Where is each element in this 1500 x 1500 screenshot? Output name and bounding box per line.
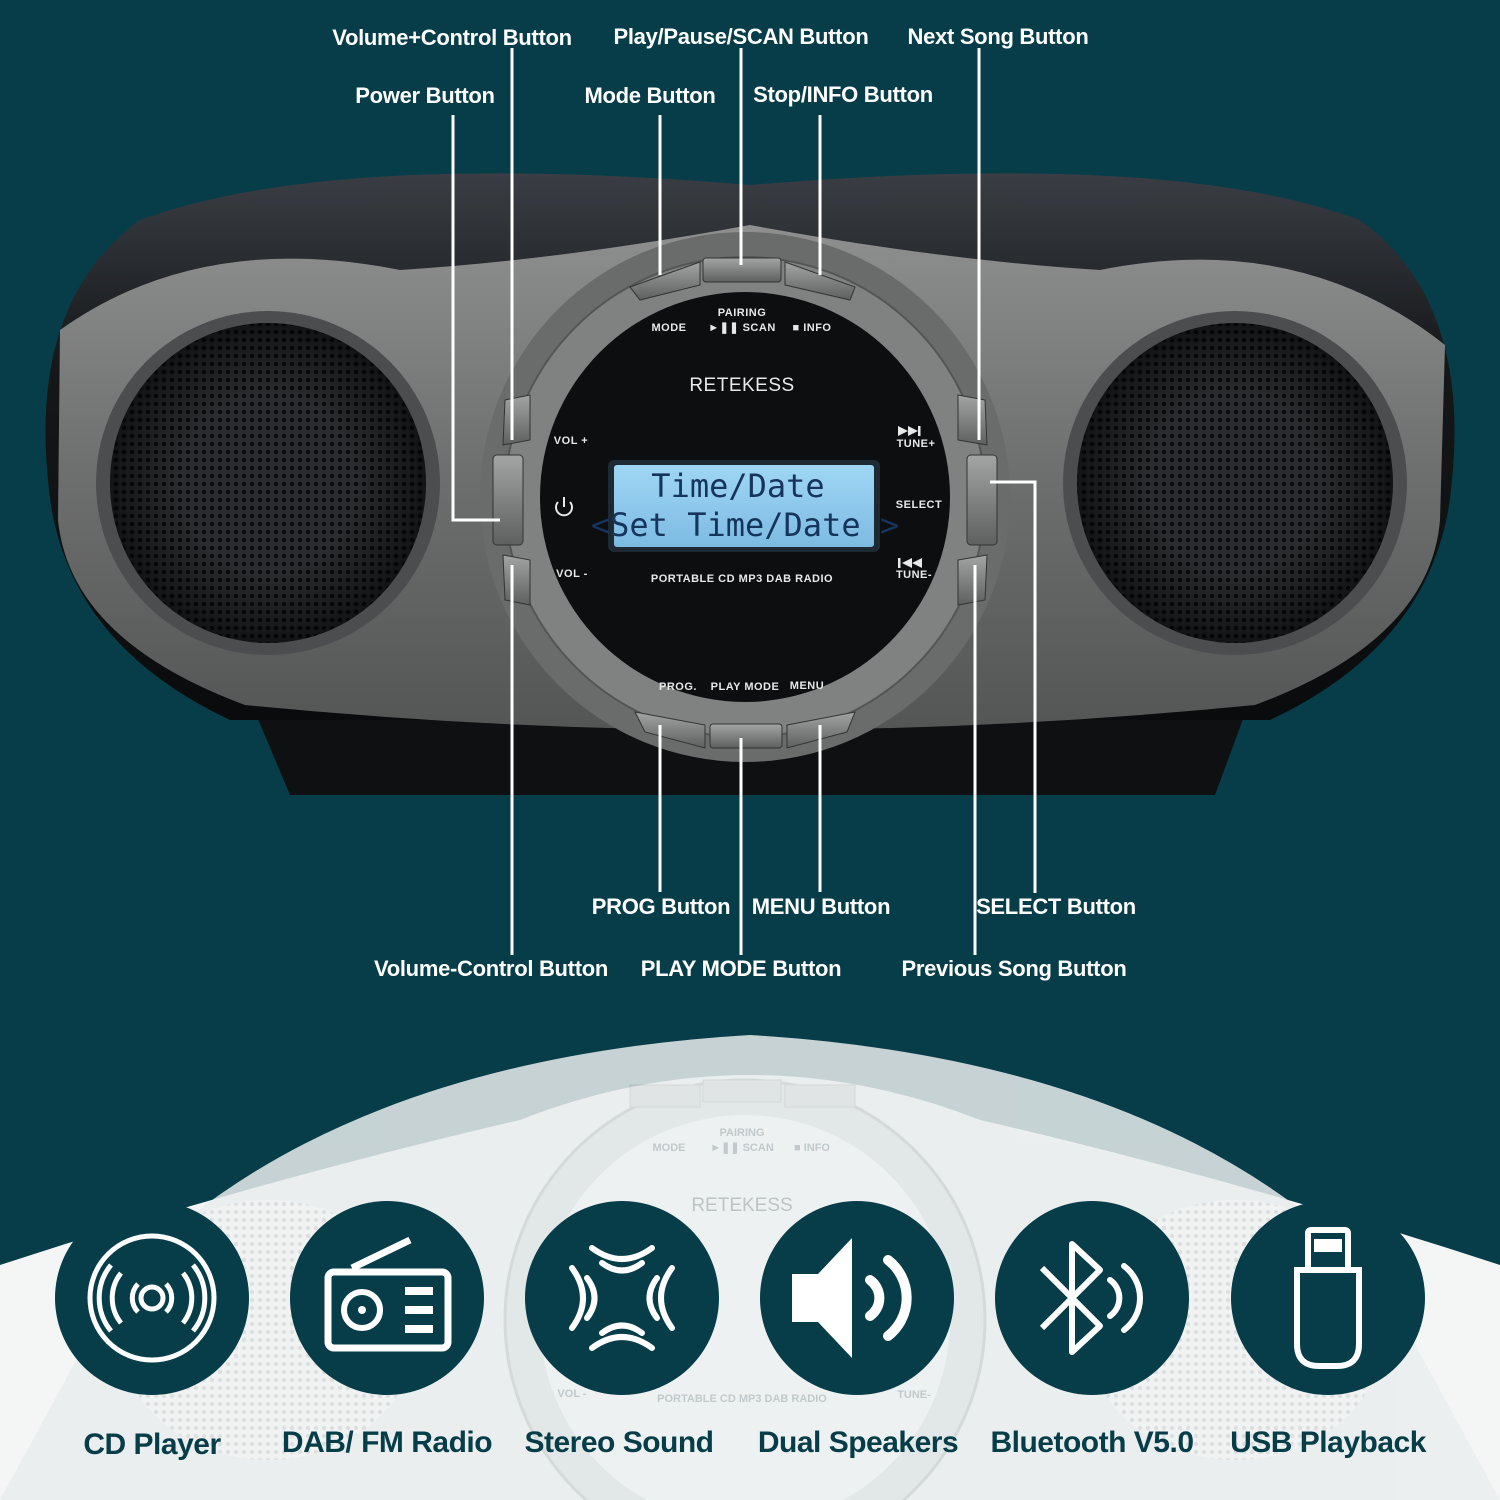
left-speaker: [96, 311, 440, 655]
play-mode-button[interactable]: [709, 723, 783, 749]
usb-icon: [1294, 1227, 1362, 1369]
lcd-line-2: <Set Time/Date >: [591, 506, 899, 544]
label-tune-plus: TUNE+: [897, 438, 936, 450]
feature-dual-speakers: [760, 1201, 954, 1395]
callout-play-pause-scan: Play/Pause/SCAN Button: [613, 24, 868, 49]
callout-mode: Mode Button: [584, 83, 715, 108]
callout-volume-minus: Volume-Control Button: [374, 956, 608, 981]
radio-icon: [324, 1236, 452, 1352]
boombox: MODE PAIRING ►❚❚ SCAN ■ INFO RETEKESS VO…: [45, 173, 1455, 795]
callout-menu: MENU Button: [752, 894, 890, 919]
prog-button[interactable]: [634, 711, 706, 749]
lcd-screen: [614, 465, 874, 547]
brand-logo: RETEKESS: [689, 375, 794, 396]
callout-power: Power Button: [355, 83, 494, 108]
feature-dab-fm-radio: [290, 1201, 484, 1395]
right-speaker: [1063, 311, 1407, 655]
feature-label-dual-speakers: Dual Speakers: [758, 1426, 958, 1459]
next-track-icon: [898, 426, 921, 436]
feature-usb-playback: [1231, 1201, 1425, 1395]
volume-up-button[interactable]: [502, 394, 531, 446]
stereo-sound-icon: [569, 1245, 675, 1351]
feature-stereo-sound: [525, 1201, 719, 1395]
label-info: ■ INFO: [793, 322, 832, 334]
label-tune-minus: TUNE-: [896, 569, 932, 581]
label-prog: PROG.: [659, 681, 697, 693]
callout-volume-plus: Volume+Control Button: [332, 25, 572, 50]
feature-label-usb-playback: USB Playback: [1230, 1426, 1427, 1459]
lcd-line-1: Time/Date: [651, 467, 824, 505]
select-button[interactable]: [966, 454, 998, 546]
previous-song-button[interactable]: [957, 554, 988, 606]
bluetooth-icon: [1039, 1241, 1143, 1355]
feature-cd-player: [55, 1201, 249, 1395]
label-menu: MENU: [790, 680, 824, 692]
mode-button[interactable]: [629, 261, 701, 301]
next-song-button[interactable]: [957, 394, 988, 446]
ghost-label-info: ■ INFO: [794, 1142, 830, 1154]
label-pairing: PAIRING: [718, 307, 767, 319]
callout-stop-info: Stop/INFO Button: [753, 82, 933, 107]
feature-label-stereo-sound: Stereo Sound: [524, 1426, 713, 1459]
callout-prog: PROG Button: [592, 894, 730, 919]
label-play-scan: ►❚❚ SCAN: [708, 322, 776, 334]
previous-track-icon: [898, 558, 922, 568]
device-subtitle: PORTABLE CD MP3 DAB RADIO: [651, 573, 833, 585]
feature-label-cd-player: CD Player: [83, 1428, 221, 1461]
feature-bluetooth: [995, 1201, 1189, 1395]
label-mode: MODE: [652, 322, 687, 334]
callout-previous-song: Previous Song Button: [901, 956, 1126, 981]
ghost-label-tune-minus: TUNE-: [897, 1389, 931, 1401]
ghost-label-pairing: PAIRING: [719, 1127, 764, 1139]
volume-down-button[interactable]: [502, 554, 531, 606]
label-select: SELECT: [896, 499, 942, 511]
feature-label-dab-fm-radio: DAB/ FM Radio: [282, 1426, 492, 1459]
leader-lines: [451, 48, 1037, 955]
cd-icon: [87, 1233, 217, 1363]
callout-select: SELECT Button: [976, 894, 1136, 919]
ghost-subtitle: PORTABLE CD MP3 DAB RADIO: [657, 1393, 827, 1405]
speaker-icon: [792, 1238, 912, 1358]
stop-info-button[interactable]: [784, 261, 856, 301]
ghost-brand-logo: RETEKESS: [691, 1195, 792, 1216]
ghost-label-mode: MODE: [653, 1142, 686, 1154]
feature-panel: MODE PAIRING ►❚❚ SCAN ■ INFO RETEKESS VO…: [0, 1035, 1500, 1500]
power-icon: [555, 497, 573, 517]
callout-play-mode: PLAY MODE Button: [641, 956, 842, 981]
callout-next-song: Next Song Button: [908, 24, 1089, 49]
label-vol-minus: VOL -: [556, 568, 588, 580]
label-vol-plus: VOL +: [554, 435, 588, 447]
power-button[interactable]: [492, 454, 524, 546]
label-play-mode: PLAY MODE: [711, 681, 780, 693]
ghost-label-vol-minus: VOL -: [557, 1388, 586, 1400]
ghost-label-play-scan: ►❚❚ SCAN: [710, 1142, 774, 1154]
feature-label-bluetooth: Bluetooth V5.0: [990, 1426, 1193, 1459]
